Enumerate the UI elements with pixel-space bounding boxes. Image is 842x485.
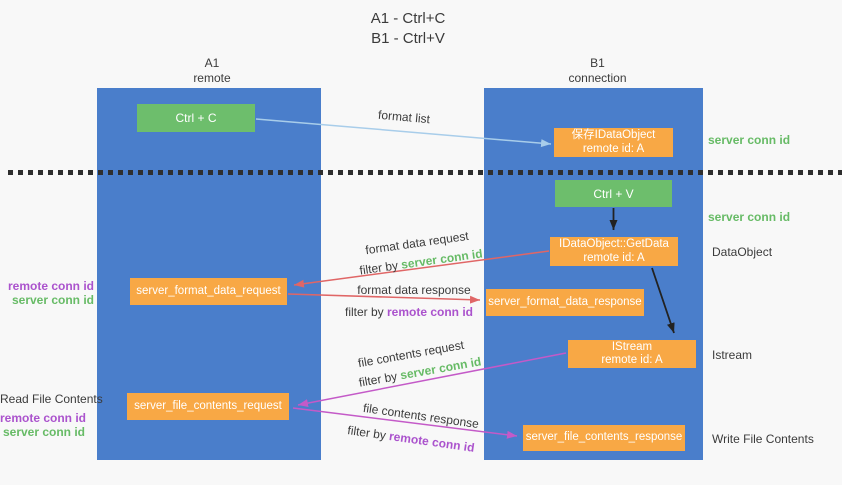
column-header-b1-role: connection: [568, 71, 627, 85]
idataobject-getdata-box: IDataObject::GetData remote id: A: [550, 237, 678, 266]
title-line-a1: A1 - Ctrl+C: [370, 10, 446, 27]
save-idataobject-box: 保存IDataObject remote id: A: [554, 128, 673, 157]
column-header-a1: A1 remote: [100, 56, 324, 86]
getdata-line1: IDataObject::GetData: [559, 238, 669, 250]
remote-conn-id-annotation: remote conn id: [0, 411, 87, 425]
session-divider-dotted-line: [8, 170, 842, 175]
dataobject-annotation: DataObject: [712, 245, 773, 259]
istream-box: IStream remote id: A: [568, 340, 696, 368]
column-header-a1-name: A1: [204, 56, 220, 70]
server-conn-id-annotation: server conn id: [11, 293, 94, 307]
server-format-data-response-box: server_format_data_response: [486, 289, 644, 316]
diagram-title: A1 - Ctrl+C B1 - Ctrl+V: [318, 9, 498, 49]
left-conn-id-annotation-bottom: Read File Contents remote conn id server…: [0, 392, 103, 439]
format-data-response-label: format data response: [357, 283, 471, 297]
server-file-contents-response-box: server_file_contents_response: [523, 425, 685, 451]
ctrl-v-box: Ctrl + V: [555, 180, 672, 207]
remote-conn-id-annotation: remote conn id: [7, 279, 94, 293]
title-line-b1: B1 - Ctrl+V: [371, 30, 445, 47]
istream-line1: IStream: [611, 340, 653, 353]
filter-by-text: filter by: [357, 368, 402, 390]
server-format-data-request-label: server_format_data_request: [136, 284, 281, 297]
server-conn-id-annotation-top: server conn id: [708, 133, 791, 147]
save-idataobject-line2: remote id: A: [582, 142, 645, 155]
istream-annotation: Istream: [712, 348, 753, 362]
ctrl-c-label: Ctrl + C: [175, 111, 217, 125]
remote-conn-id-text: remote conn id: [388, 429, 476, 455]
format-list-label: format list: [377, 107, 431, 127]
filter-by-text: filter by: [346, 423, 391, 443]
server-conn-id-annotation-mid: server conn id: [708, 210, 791, 224]
ctrl-v-label: Ctrl + V: [593, 186, 634, 201]
server-file-contents-response-label: server_file_contents_response: [525, 431, 683, 444]
server-format-data-response-label: server_format_data_response: [488, 295, 642, 308]
remote-conn-id-text: remote conn id: [387, 305, 474, 319]
istream-line2: remote id: A: [601, 354, 663, 366]
ctrl-c-box: Ctrl + C: [137, 104, 255, 132]
column-header-a1-role: remote: [193, 71, 231, 85]
write-file-contents-annotation: Write File Contents: [712, 432, 814, 446]
server-file-contents-request-label: server_file_contents_request: [134, 399, 282, 412]
server-file-contents-request-box: server_file_contents_request: [127, 393, 289, 420]
filter-by-text: filter by: [358, 257, 403, 278]
getdata-line2: remote id: A: [583, 251, 645, 264]
read-file-contents-annotation: Read File Contents: [0, 392, 103, 406]
filter-by-remote-conn-id-label-1: filter by remote conn id: [345, 305, 473, 319]
left-conn-id-annotation-top: remote conn id server conn id: [0, 279, 94, 307]
file-contents-response-label: file contents response: [362, 400, 480, 432]
column-header-b1: B1 connection: [490, 56, 705, 86]
column-header-b1-name: B1: [590, 56, 605, 70]
save-idataobject-line1: 保存IDataObject: [571, 129, 656, 141]
filter-by-text: filter by: [344, 305, 387, 319]
server-format-data-request-box: server_format_data_request: [130, 278, 287, 305]
server-conn-id-annotation: server conn id: [2, 425, 85, 439]
